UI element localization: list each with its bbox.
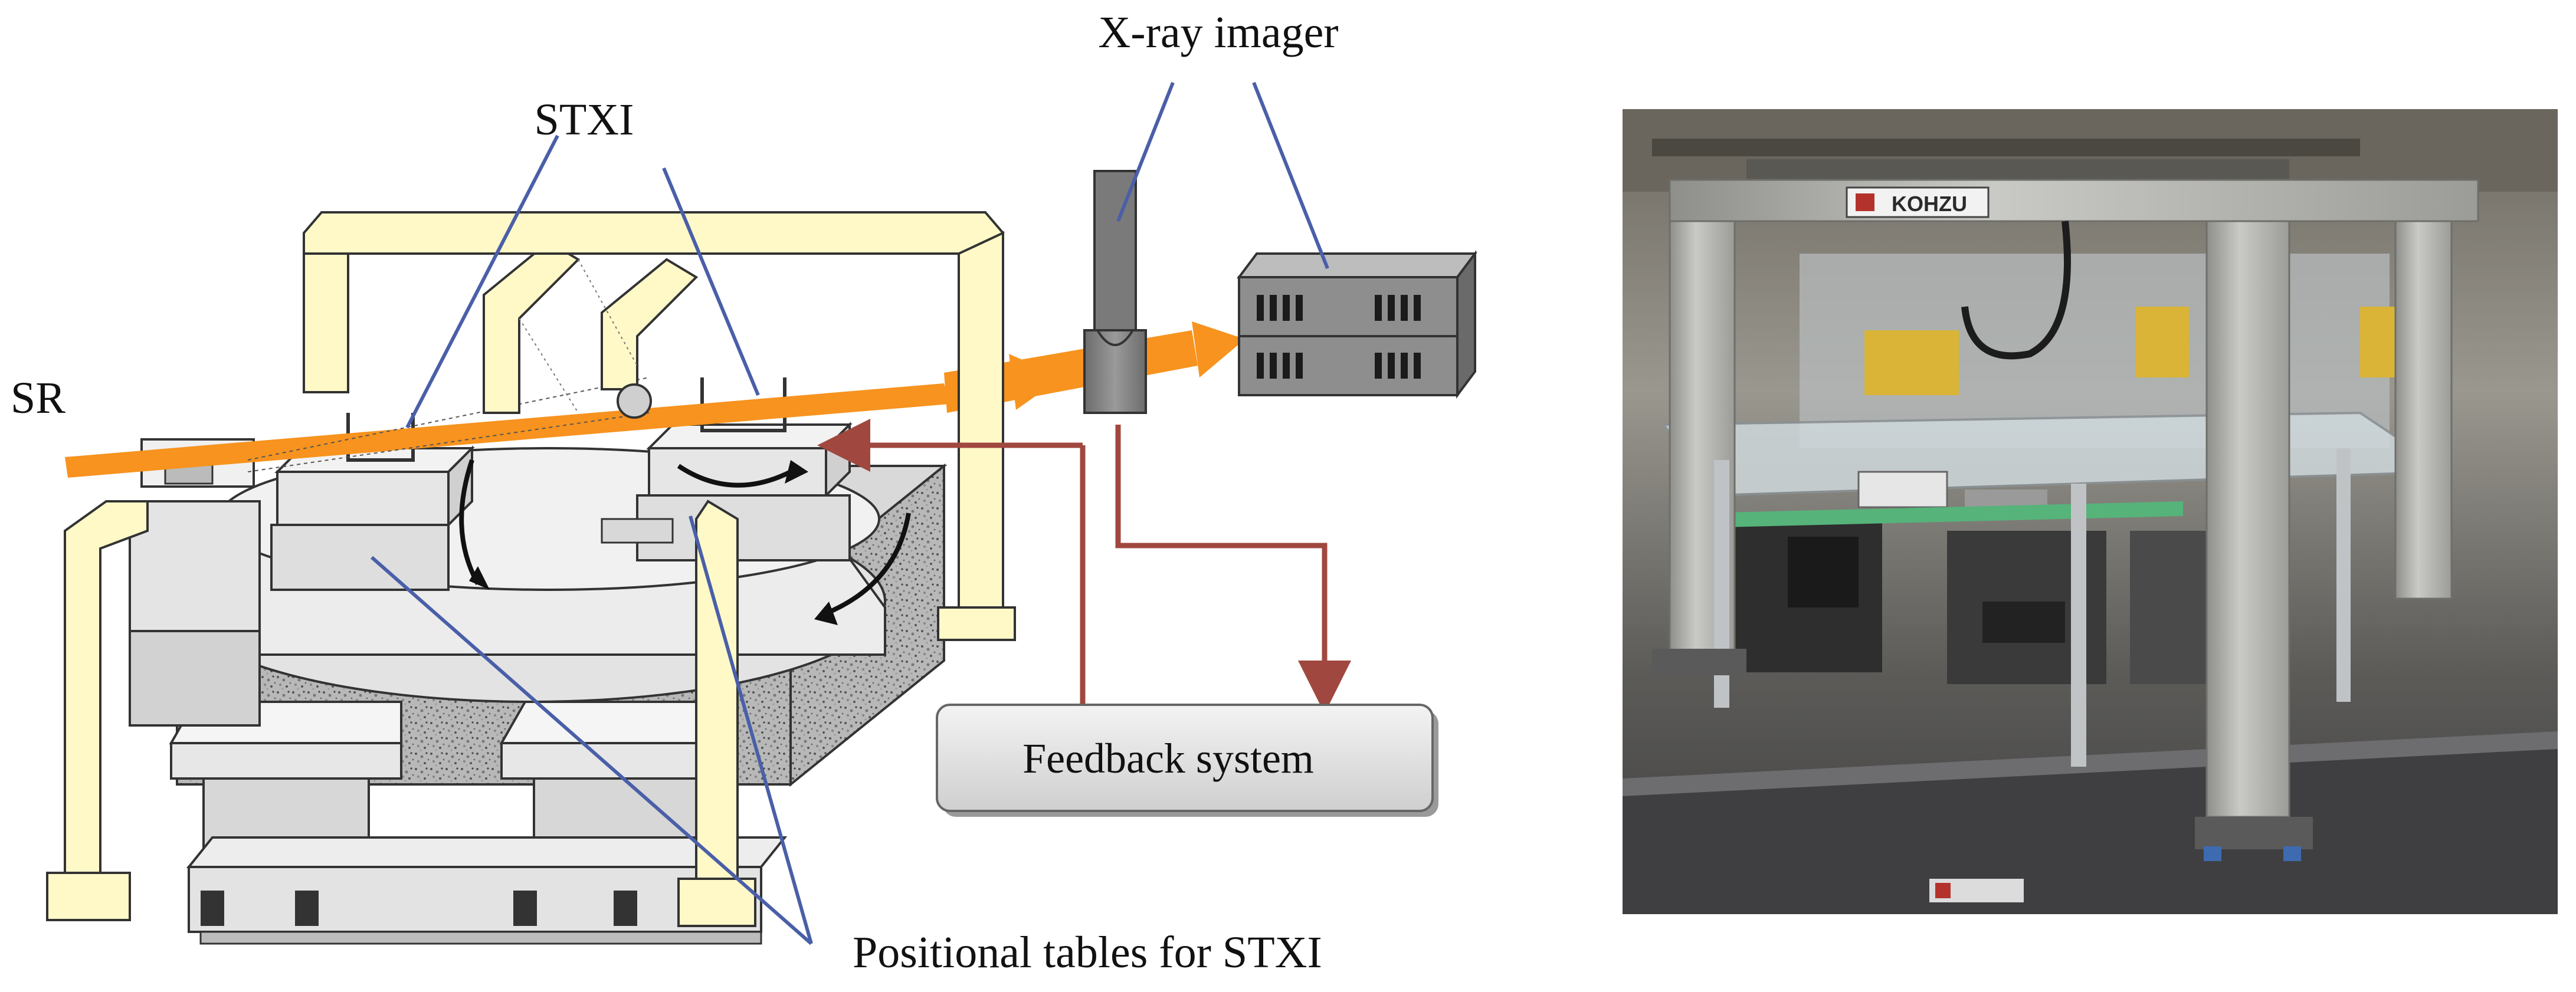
detector-rack [1237, 250, 1477, 399]
kohzu-brand: KOHZU [1892, 192, 1967, 216]
xray-imager-label: X-ray imager [1098, 8, 1338, 57]
stxi-label: STXI [535, 95, 634, 144]
optics-bars [483, 240, 699, 419]
rotation-arrows [459, 459, 911, 625]
front-gantry-frame [46, 500, 756, 927]
feedback-system-label: Feedback system [1022, 735, 1314, 782]
xray-imager-column [1083, 170, 1147, 414]
feedback-system-box: Feedback system [936, 704, 1438, 817]
leader-lines [371, 81, 1329, 945]
apparatus-photo: KOHZU [1623, 109, 2558, 914]
positional-tables-label: Positional tables for STXI [853, 928, 1322, 977]
feedback-loop [817, 419, 1351, 714]
schematic-diagram: Feedback system X-ray imager STXI SR Pos… [11, 8, 1477, 977]
side-block [129, 438, 261, 727]
back-gantry-frame [303, 211, 1016, 641]
lower-stages [169, 701, 788, 945]
sr-label: SR [11, 373, 65, 423]
